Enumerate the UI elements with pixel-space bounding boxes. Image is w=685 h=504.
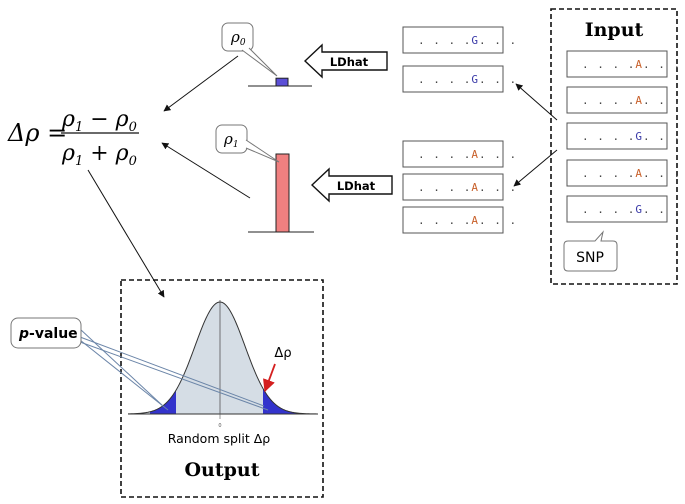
output-title: Output bbox=[184, 459, 259, 481]
allele-g: G bbox=[471, 34, 479, 47]
ldhat-arrow-top: LDhat bbox=[303, 43, 388, 79]
snp-label: SNP bbox=[576, 250, 604, 266]
allele-a: A bbox=[635, 94, 643, 107]
allele-a: A bbox=[635, 167, 643, 180]
snp-callout: SNP bbox=[563, 230, 618, 272]
formula-lhs: Δρ = bbox=[7, 119, 67, 147]
sequence-box: . . . .G. . . bbox=[566, 195, 681, 223]
svg-text:. . . .G. . .: . . . .G. . . bbox=[582, 203, 681, 216]
rho1-callout: ρ1 bbox=[215, 124, 280, 163]
sequence-box: . . . .A. . . bbox=[402, 206, 517, 234]
delta-rho-label: Δρ bbox=[274, 346, 291, 361]
arrow-input-to-g-group bbox=[515, 83, 558, 121]
sequence-box: . . . .G. . . bbox=[402, 65, 517, 93]
svg-text:. . . .G. . .: . . . .G. . . bbox=[418, 34, 517, 47]
input-title: Input bbox=[585, 19, 644, 41]
pvalue-label: p-value bbox=[18, 326, 78, 342]
allele-a: A bbox=[471, 148, 479, 161]
delta-rho-formula: Δρ = ρ1 − ρ0 ρ1 + ρ0 bbox=[7, 107, 139, 169]
svg-text:. . . .A. . .: . . . .A. . . bbox=[582, 94, 681, 107]
left-tail bbox=[150, 390, 176, 414]
sequence-box: . . . .G. . . bbox=[402, 26, 517, 54]
allele-g: G bbox=[635, 203, 643, 216]
svg-text:. . . .A. . .: . . . .A. . . bbox=[582, 167, 681, 180]
sequence-box: . . . .A. . . bbox=[402, 140, 517, 168]
svg-text:. . . .A. . .: . . . .A. . . bbox=[418, 214, 517, 227]
rho0-bar bbox=[275, 77, 289, 87]
allele-a: A bbox=[471, 181, 479, 194]
rho0-callout: ρ0 bbox=[221, 22, 278, 77]
sequence-box: . . . .A. . . bbox=[402, 173, 517, 201]
tick-label-zero: 0 bbox=[218, 423, 221, 429]
ldhat-label: LDhat bbox=[330, 55, 369, 69]
arrow-input-to-a-group bbox=[513, 149, 558, 187]
x-axis-label: Random split Δρ bbox=[168, 431, 271, 446]
g-group: . . . .G. . . . . . .G. . . bbox=[402, 26, 517, 93]
arrow-rho0-to-formula bbox=[163, 55, 239, 112]
allele-g: G bbox=[471, 73, 479, 86]
svg-text:. . . .A. . .: . . . .A. . . bbox=[582, 58, 681, 71]
rho1-bar bbox=[275, 153, 290, 233]
ldhat-arrow-bottom: LDhat bbox=[310, 167, 393, 203]
allele-g: G bbox=[635, 130, 643, 143]
allele-a: A bbox=[635, 58, 643, 71]
arrow-formula-to-output bbox=[87, 169, 165, 298]
formula-denominator: ρ1 + ρ0 bbox=[61, 141, 137, 169]
svg-text:ρ0: ρ0 bbox=[230, 28, 246, 48]
svg-text:. . . .G. . .: . . . .G. . . bbox=[418, 73, 517, 86]
svg-text:. . . .A. . .: . . . .A. . . bbox=[418, 148, 517, 161]
sequence-box: . . . .G. . . bbox=[566, 122, 681, 150]
input-sequence-list: . . . .A. . . . . . .A. . . . . . .G. . … bbox=[566, 50, 681, 223]
distribution-area bbox=[128, 302, 318, 414]
allele-a: A bbox=[471, 214, 479, 227]
formula-numerator: ρ1 − ρ0 bbox=[61, 107, 137, 135]
svg-text:. . . .A. . .: . . . .A. . . bbox=[418, 181, 517, 194]
sequence-box: . . . .A. . . bbox=[566, 86, 681, 114]
delta-rho-arrow bbox=[263, 363, 276, 393]
svg-text:. . . .G. . .: . . . .G. . . bbox=[582, 130, 681, 143]
a-group: . . . .A. . . . . . .A. . . . . . .A. . … bbox=[402, 140, 517, 234]
null-distribution: 0 bbox=[127, 300, 319, 429]
pvalue-callout: p-value bbox=[10, 317, 269, 411]
right-tail bbox=[263, 388, 300, 414]
input-panel bbox=[550, 8, 678, 285]
arrow-rho1-to-formula bbox=[161, 142, 251, 199]
sequence-box: . . . .A. . . bbox=[566, 50, 681, 78]
svg-text:ρ1: ρ1 bbox=[223, 130, 239, 150]
output-panel bbox=[120, 279, 324, 498]
ldhat-label: LDhat bbox=[337, 179, 376, 193]
distribution-curve bbox=[127, 301, 319, 415]
sequence-box: . . . .A. . . bbox=[566, 159, 681, 187]
